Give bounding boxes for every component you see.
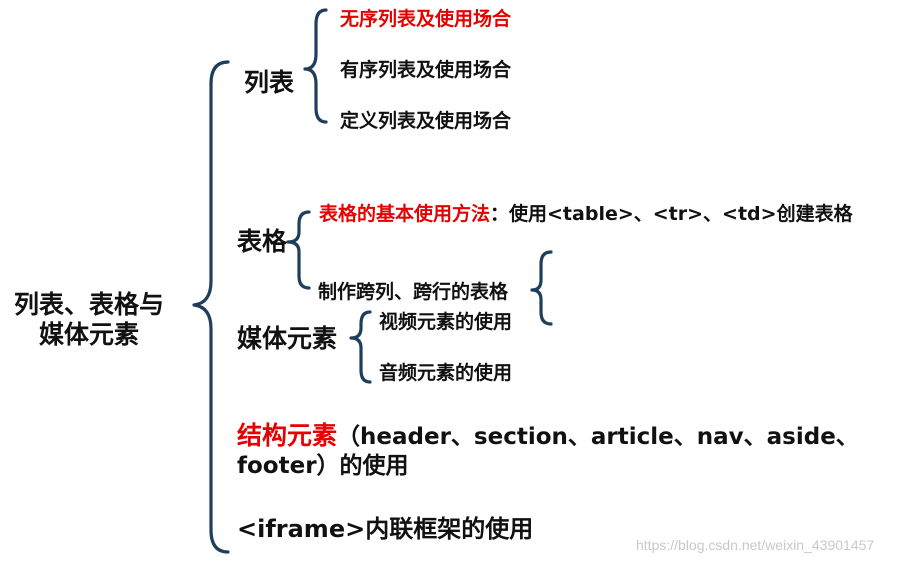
ordered-list-item: 有序列表及使用场合 (340, 59, 512, 81)
media-brace (349, 310, 372, 384)
structure-line1: 结构元素（header、section、article、nav、aside、 (237, 423, 859, 449)
structure-label: 结构元素 (237, 421, 338, 450)
media-title: 媒体元素 (237, 324, 338, 353)
table-brace (286, 210, 311, 290)
definition-list-item: 定义列表及使用场合 (340, 110, 512, 132)
unordered-list-item: 无序列表及使用场合 (340, 8, 512, 30)
root-title-line1: 列表、表格与 (14, 290, 165, 319)
table-basic-desc: ：使用<table>、<tr>、<td>创建表格 (490, 203, 853, 225)
table-span-item: 制作跨列、跨行的表格 (318, 281, 509, 303)
structure-line2: footer）的使用 (237, 453, 409, 479)
structure-desc-1: （header、section、article、nav、aside、 (337, 424, 859, 450)
audio-item: 音频元素的使用 (379, 362, 513, 384)
main-brace (192, 60, 230, 554)
span-brace (530, 250, 553, 326)
table-basic-label: 表格的基本使用方法 (319, 203, 491, 225)
watermark: https://blog.csdn.net/weixin_43901457 (636, 537, 875, 553)
video-item: 视频元素的使用 (379, 311, 513, 333)
lists-title: 列表 (244, 68, 295, 97)
tables-title: 表格 (237, 227, 288, 256)
iframe-item: <iframe>内联框架的使用 (237, 515, 534, 543)
root-title-line2: 媒体元素 (39, 320, 140, 349)
table-basic-usage: 表格的基本使用方法：使用<table>、<tr>、<td>创建表格 (319, 205, 853, 224)
list-brace (303, 8, 328, 124)
